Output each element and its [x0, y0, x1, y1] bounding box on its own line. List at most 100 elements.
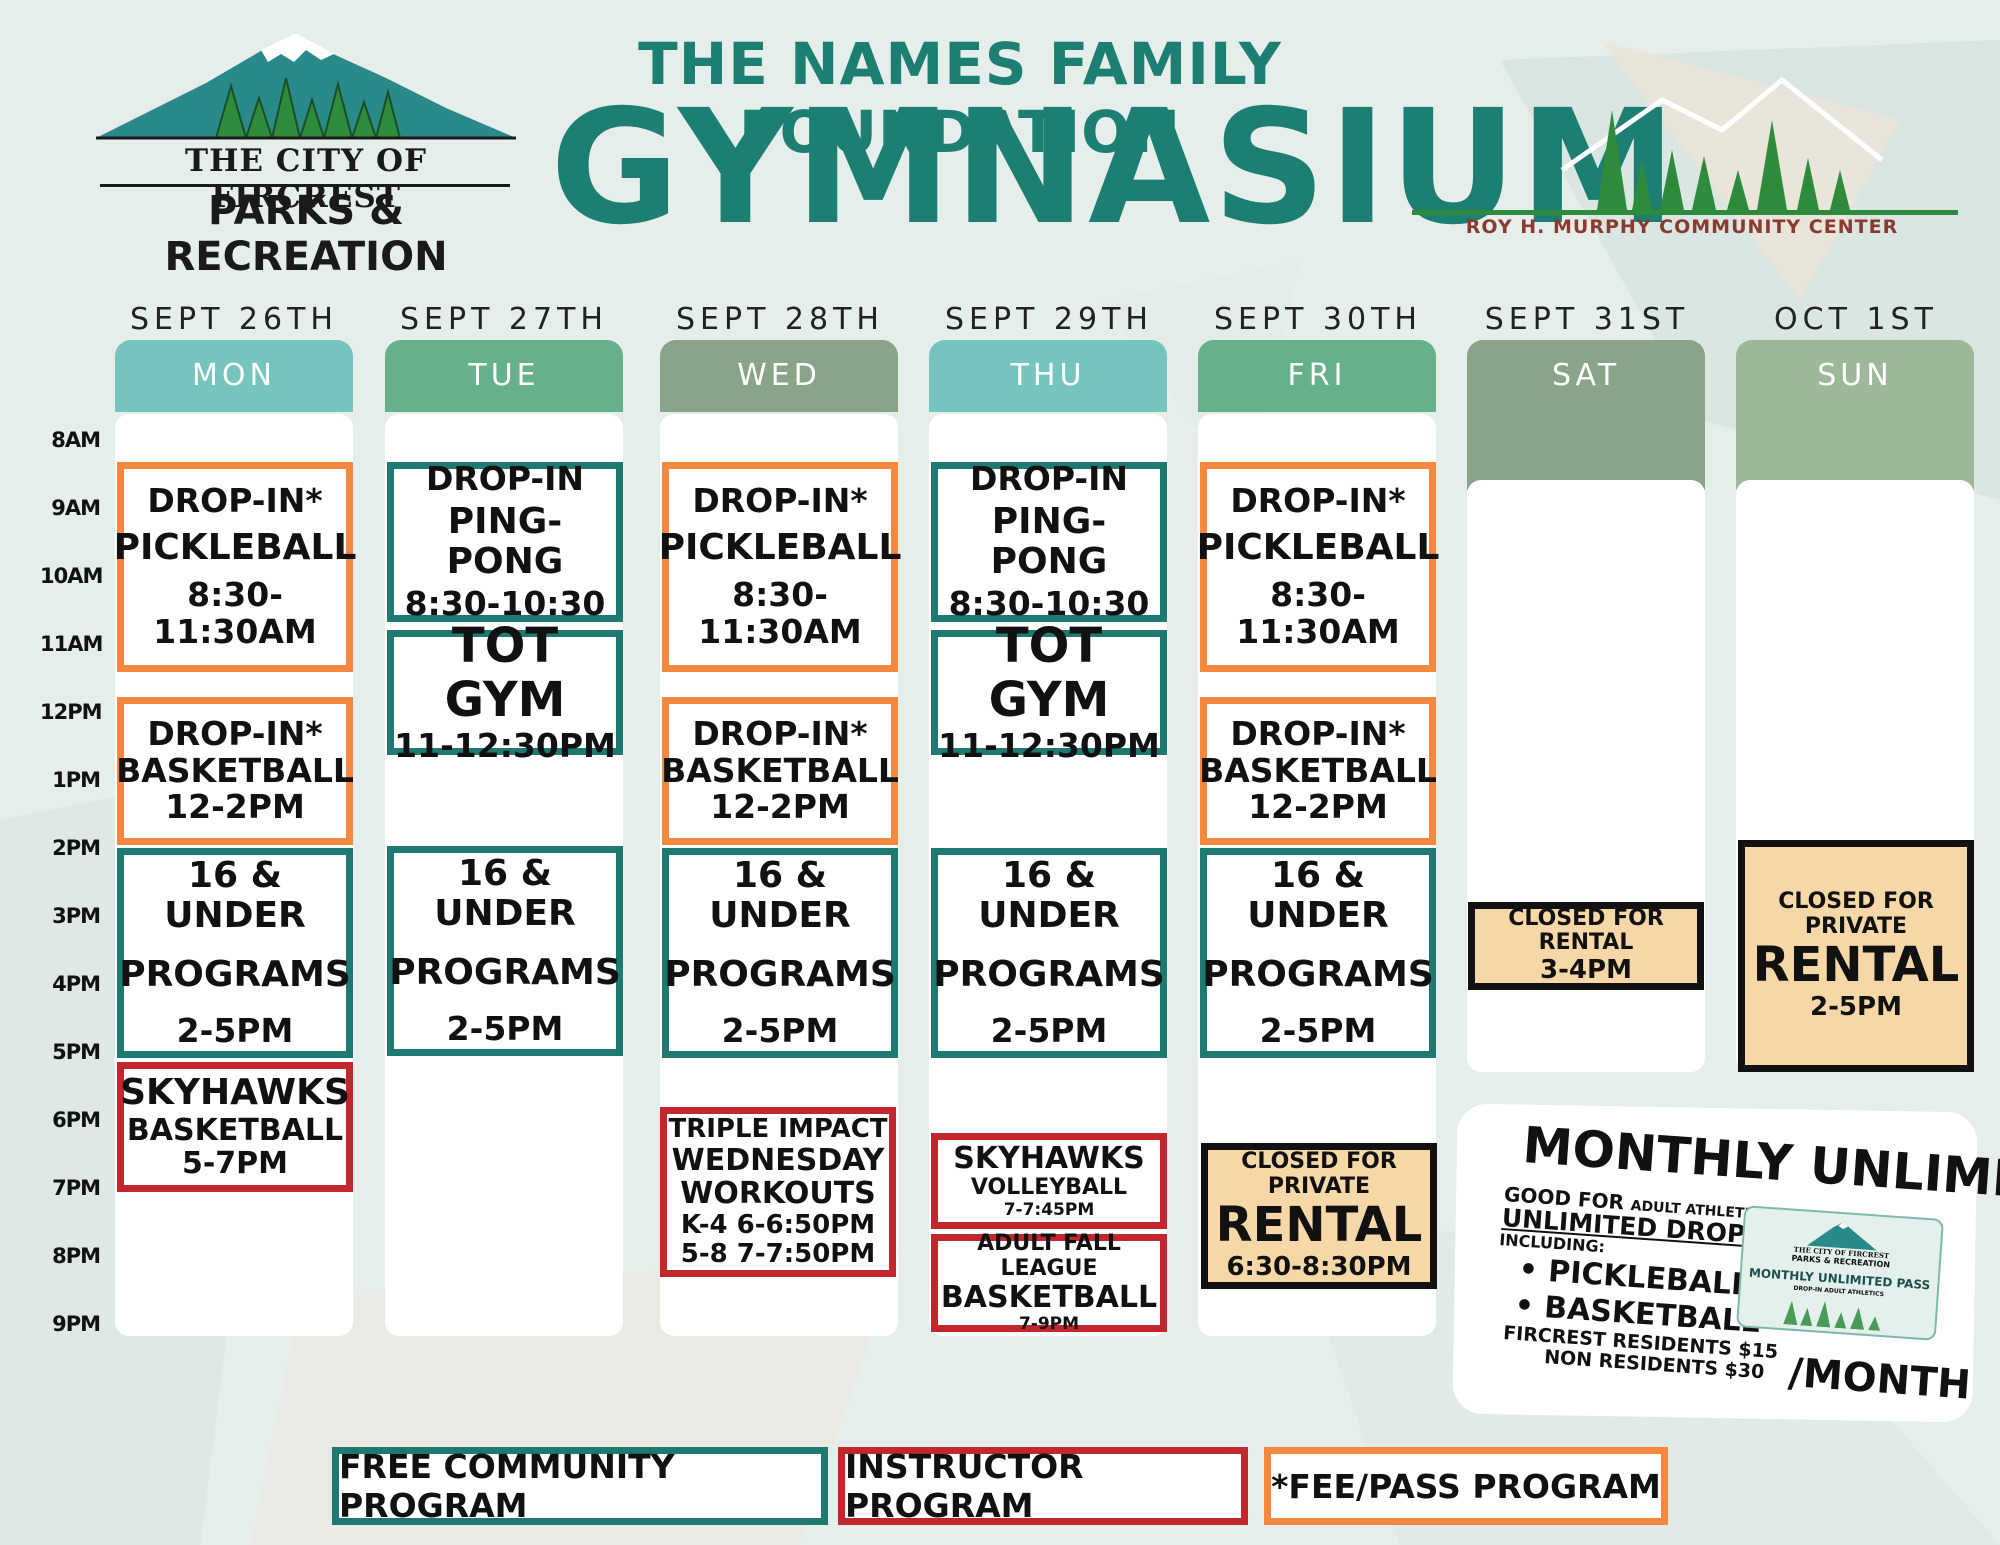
event-line: 16 & UNDER: [164, 855, 306, 937]
event-line: 8:30-11:30AM: [1236, 574, 1400, 651]
event-line: SKYHAWKS: [953, 1141, 1145, 1177]
event-line: 7-7:45PM: [1003, 1199, 1095, 1220]
event-16-under[interactable]: 16 & UNDER PROGRAMS 2-5PM: [387, 846, 623, 1056]
event-line: DROP-IN*: [1230, 713, 1406, 753]
pass-card-image: THE CITY OF FIRCREST PARKS & RECREATION …: [1735, 1205, 1945, 1341]
event-line: PROGRAMS: [119, 953, 351, 995]
event-line: ADULT FALL LEAGUE: [977, 1231, 1121, 1281]
time-label: 2PM: [52, 836, 101, 860]
logo-divider: [100, 184, 510, 187]
event-pickleball[interactable]: DROP-IN* PICKLEBALL 8:30-11:30AM: [114, 462, 356, 672]
event-skyhawks-volleyball[interactable]: SKYHAWKS VOLLEYBALL 7-7:45PM: [931, 1133, 1167, 1229]
community-center-logo: [1412, 76, 1958, 215]
event-ping-pong[interactable]: DROP-IN PING-PONG 8:30-10:30: [931, 460, 1167, 624]
event-adult-fall-league[interactable]: ADULT FALL LEAGUE BASKETBALL 7-9PM: [931, 1231, 1167, 1333]
event-line: K-4 6-6:50PM: [680, 1210, 876, 1241]
event-line: 2-5PM: [1259, 1010, 1377, 1050]
day-header-sun: SUN: [1736, 340, 1974, 490]
event-basketball[interactable]: DROP-IN* BASKETBALL 12-2PM: [116, 697, 354, 845]
time-label: 9AM: [51, 496, 101, 520]
date-fri: SEPT 30TH: [1213, 302, 1422, 337]
day-header-fri: FRI: [1198, 340, 1436, 412]
event-ping-pong[interactable]: DROP-IN PING-PONG 8:30-10:30: [387, 460, 623, 624]
event-private-rental[interactable]: CLOSED FOR PRIVATE RENTAL 6:30-8:30PM: [1201, 1143, 1437, 1289]
event-line: CLOSED FOR RENTAL: [1508, 905, 1664, 956]
legend-instructor: INSTRUCTOR PROGRAM: [838, 1447, 1248, 1525]
event-line: 12-2PM: [710, 787, 850, 827]
legend-free-community: FREE COMMUNITY PROGRAM: [332, 1447, 828, 1525]
event-line: PROGRAMS: [1202, 953, 1434, 995]
event-line: 11-12:30PM: [938, 725, 1160, 765]
date-mon: SEPT 26TH: [129, 302, 338, 337]
event-line: PROGRAMS: [933, 953, 1165, 995]
fircrest-mountain-logo: [96, 33, 516, 140]
time-label: 12PM: [40, 700, 103, 724]
event-16-under[interactable]: 16 & UNDER PROGRAMS 2-5PM: [662, 848, 898, 1058]
event-line: 2-5PM: [990, 1010, 1108, 1050]
page-subtitle: THE NAMES FAMILY FOUNDATION: [638, 30, 1282, 166]
event-line: 16 & UNDER: [709, 855, 851, 937]
event-closed-rental[interactable]: CLOSED FOR RENTAL 3-4PM: [1468, 902, 1704, 990]
event-line: 5-7PM: [181, 1146, 289, 1182]
event-line: 5-8 7-7:50PM: [680, 1239, 876, 1270]
day-header-thu: THU: [929, 340, 1167, 412]
time-label: 5PM: [52, 1040, 101, 1064]
event-16-under[interactable]: 16 & UNDER PROGRAMS 2-5PM: [117, 848, 353, 1058]
event-line: 2-5PM: [1810, 991, 1902, 1022]
event-line: 8:30-10:30: [948, 584, 1150, 624]
event-16-under[interactable]: 16 & UNDER PROGRAMS 2-5PM: [1200, 848, 1436, 1058]
event-line: PICKLEBALL: [658, 527, 902, 569]
time-label: 9PM: [52, 1312, 101, 1336]
community-center-name: ROY H. MURPHY COMMUNITY CENTER: [1465, 216, 1899, 238]
event-line: RENTAL: [1752, 937, 1960, 994]
event-line: PROGRAMS: [389, 951, 621, 993]
event-line: RENTAL: [1215, 1197, 1423, 1254]
event-triple-impact[interactable]: TRIPLE IMPACT WEDNESDAY WORKOUTS K-4 6-6…: [660, 1107, 896, 1277]
event-skyhawks-basketball[interactable]: SKYHAWKS BASKETBALL 5-7PM: [117, 1062, 353, 1192]
event-line: TOT GYM: [988, 618, 1110, 729]
event-line: PROGRAMS: [664, 953, 896, 995]
event-line: DROP-IN*: [147, 713, 323, 753]
event-line: 8:30-11:30AM: [698, 574, 862, 651]
time-label: 1PM: [52, 768, 101, 792]
event-line: TRIPLE IMPACT: [668, 1113, 888, 1144]
event-line: SKYHAWKS: [120, 1072, 350, 1114]
event-line: PICKLEBALL: [113, 527, 357, 569]
event-line: 8:30-10:30: [404, 584, 606, 624]
event-16-under[interactable]: 16 & UNDER PROGRAMS 2-5PM: [931, 848, 1167, 1058]
page-title: GYMNASIUM: [550, 76, 1679, 260]
event-line: 3-4PM: [1540, 955, 1632, 986]
event-line: BASKETBALL: [116, 750, 354, 790]
event-line: 12-2PM: [1248, 787, 1388, 827]
time-label: 11AM: [40, 632, 103, 656]
day-header-wed: WED: [660, 340, 898, 412]
date-sat: SEPT 31ST: [1484, 302, 1690, 337]
event-pickleball[interactable]: DROP-IN* PICKLEBALL 8:30-11:30AM: [1197, 462, 1439, 672]
event-line: PING-PONG: [990, 500, 1108, 582]
event-line: PING-PONG: [446, 500, 564, 582]
event-tot-gym[interactable]: TOT GYM 11-12:30PM: [931, 620, 1167, 764]
date-sun: OCT 1ST: [1774, 302, 1938, 337]
event-line: CLOSED FOR PRIVATE: [1241, 1148, 1397, 1199]
event-basketball[interactable]: DROP-IN* BASKETBALL 12-2PM: [661, 697, 899, 845]
event-line: WEDNESDAY: [671, 1142, 885, 1178]
date-wed: SEPT 28TH: [675, 302, 884, 337]
event-line: 2-5PM: [176, 1010, 294, 1050]
event-pickleball[interactable]: DROP-IN* PICKLEBALL 8:30-11:30AM: [659, 462, 901, 672]
time-label: 4PM: [52, 972, 101, 996]
pass-card-mountain-icon: [1806, 1222, 1877, 1251]
event-line: TOT GYM: [444, 618, 566, 729]
event-line: 12-2PM: [165, 787, 305, 827]
event-line: PICKLEBALL: [1196, 527, 1440, 569]
day-header-sat: SAT: [1467, 340, 1705, 490]
event-line: 16 & UNDER: [1247, 855, 1389, 937]
event-basketball[interactable]: DROP-IN* BASKETBALL 12-2PM: [1199, 697, 1437, 845]
event-tot-gym[interactable]: TOT GYM 11-12:30PM: [387, 620, 623, 764]
event-private-rental[interactable]: CLOSED FOR PRIVATE RENTAL 2-5PM: [1738, 840, 1974, 1072]
time-label: 8PM: [52, 1244, 101, 1268]
event-line: BASKETBALL: [661, 750, 899, 790]
day-header-mon: MON: [115, 340, 353, 412]
event-line: WORKOUTS: [680, 1176, 876, 1212]
time-label: 6PM: [52, 1108, 101, 1132]
event-line: BASKETBALL: [126, 1112, 344, 1148]
